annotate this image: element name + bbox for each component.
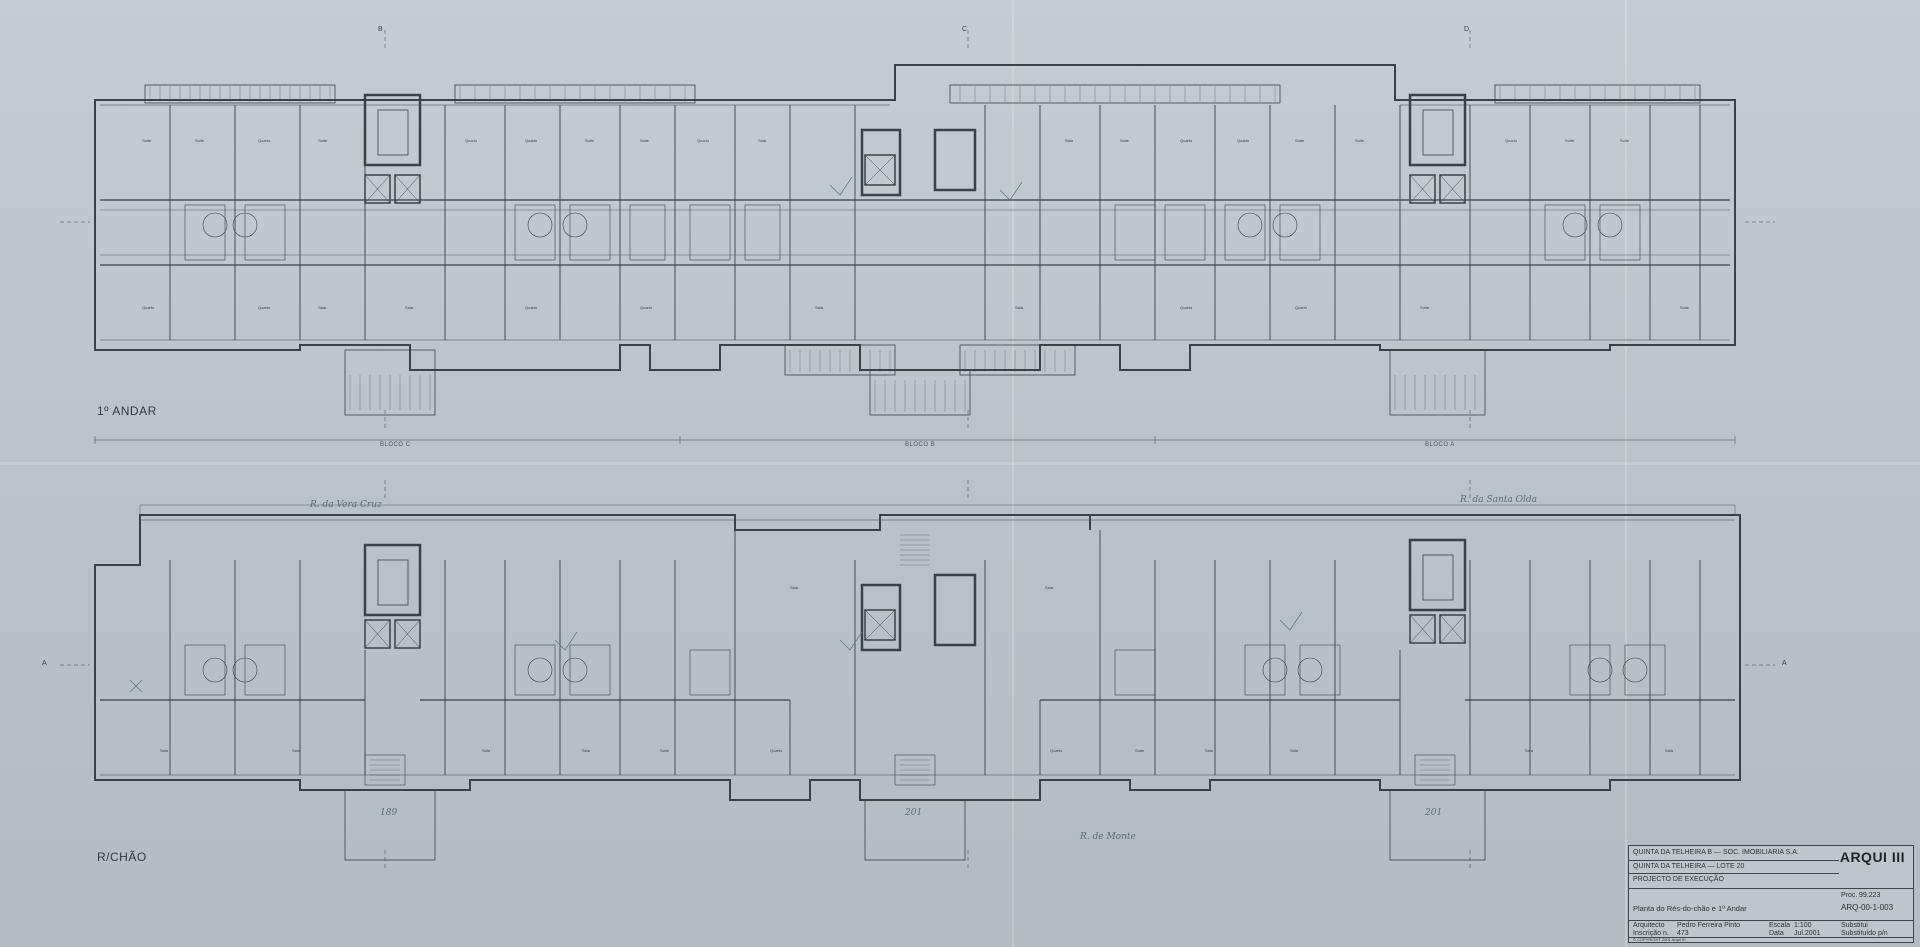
room-label: Quarto xyxy=(770,748,783,753)
ground-floor-plan xyxy=(60,221,1775,870)
room-label: Sala xyxy=(1290,748,1299,753)
room-label: Quarto xyxy=(697,138,710,143)
room-label: Sala xyxy=(160,748,169,753)
room-label: Quarto xyxy=(258,305,271,310)
room-label: Suite xyxy=(640,138,650,143)
block-label-c: BLOCO C xyxy=(380,442,411,448)
replaced-by-label: Substituído p/n xyxy=(1841,930,1888,937)
room-label: Quarto xyxy=(465,138,478,143)
upper-floor-plan xyxy=(94,30,1736,444)
room-label: Sala xyxy=(405,305,414,310)
room-label: Sala xyxy=(758,138,767,143)
handwritten-note: R. de Monte xyxy=(1080,832,1136,842)
axis-label-c: C xyxy=(962,26,968,33)
room-label: Suite xyxy=(1355,138,1365,143)
room-label: Quarto xyxy=(1180,305,1193,310)
room-label: Sala xyxy=(582,748,591,753)
architect-label: Arquitecto xyxy=(1633,922,1665,929)
room-label: Quarto xyxy=(258,138,271,143)
date-label: Data xyxy=(1769,930,1784,937)
handwritten-note: 201 xyxy=(1425,808,1443,818)
handwritten-note: 201 xyxy=(905,808,923,818)
room-label: Suite xyxy=(318,138,328,143)
copyright-footer: © COPYRIGHT 2001 Arqui III xyxy=(1633,937,1686,942)
firm-logo: ARQUI III xyxy=(1839,849,1905,865)
room-label: Sala xyxy=(1045,585,1054,590)
date-value: Jul.2001 xyxy=(1794,930,1821,937)
title-block: QUINTA DA TELHEIRA B — SOC. IMOBILIARIA … xyxy=(1628,845,1914,943)
room-label: Suite xyxy=(585,138,595,143)
client-name: QUINTA DA TELHEIRA B — SOC. IMOBILIARIA … xyxy=(1633,849,1799,856)
room-label: Quarto xyxy=(1050,748,1063,753)
axis-label-a: A xyxy=(42,660,47,667)
room-label: Quarto xyxy=(1237,138,1250,143)
handwritten-note: R. da Santa Olda xyxy=(1460,495,1538,505)
scale-value: 1:100 xyxy=(1794,922,1812,929)
room-label: Suite xyxy=(1135,748,1145,753)
axis-label-d: D xyxy=(1464,26,1470,33)
sheet-title: Planta do Rés-do-chão e 1º Andar xyxy=(1633,904,1747,913)
room-label: Quarto xyxy=(1295,305,1308,310)
room-label: Suite xyxy=(1120,138,1130,143)
paper-fold xyxy=(0,462,1920,465)
lower-floor-label: R/CHÃO xyxy=(97,850,147,864)
block-label-a: BLOCO A xyxy=(1425,442,1455,448)
handwritten-note: R. da Vera Cruz xyxy=(310,500,382,510)
room-label: Suite xyxy=(660,748,670,753)
paper-fold xyxy=(1012,0,1014,947)
room-label: Suite xyxy=(195,138,205,143)
replaces-label: Substitui xyxy=(1841,922,1868,929)
room-label: Quarto xyxy=(525,138,538,143)
site-name: QUINTA DA TELHEIRA — LOTE 20 xyxy=(1633,863,1745,870)
axis-label-b: B xyxy=(378,26,383,33)
room-label: Suite xyxy=(1680,305,1690,310)
architect-name: Pedro Ferreira Pinto xyxy=(1677,922,1741,929)
room-label: Quarto xyxy=(142,305,155,310)
room-label: Sala xyxy=(815,305,824,310)
room-label: Sala xyxy=(1015,305,1024,310)
room-label: Sala xyxy=(790,585,799,590)
project-phase: PROJECTO DE EXECUÇÃO xyxy=(1633,876,1724,883)
room-label: Sala xyxy=(318,305,327,310)
room-label: Suite xyxy=(1620,138,1630,143)
room-label: Quarto xyxy=(1180,138,1193,143)
room-label: Sala xyxy=(1065,138,1074,143)
block-label-b: BLOCO B xyxy=(905,442,936,448)
room-label: Sala xyxy=(482,748,491,753)
room-label: Suite xyxy=(142,138,152,143)
room-label: Sala xyxy=(1665,748,1674,753)
upper-floor-label: 1º ANDAR xyxy=(97,404,157,418)
inscription-number: 473 xyxy=(1677,930,1689,937)
room-label: Sala xyxy=(292,748,301,753)
room-label: Suite xyxy=(1565,138,1575,143)
room-label: Quarto xyxy=(640,305,653,310)
proc-label: Proc. xyxy=(1841,892,1858,899)
room-label: Suite xyxy=(1295,138,1305,143)
handwritten-note: 189 xyxy=(380,808,398,818)
inscription-label: Inscrição n. xyxy=(1633,930,1669,937)
drawing-number: ARQ-00-1-003 xyxy=(1841,903,1894,912)
axis-label-a: A xyxy=(1782,660,1787,667)
room-label: Suite xyxy=(1420,305,1430,310)
proc-number: 99.223 xyxy=(1859,892,1881,899)
paper-fold xyxy=(1625,0,1627,947)
scale-label: Escala xyxy=(1769,922,1791,929)
room-label: Quarto xyxy=(1505,138,1518,143)
room-label: Sala xyxy=(1205,748,1214,753)
room-label: Quarto xyxy=(525,305,538,310)
room-label: Sala xyxy=(1525,748,1534,753)
